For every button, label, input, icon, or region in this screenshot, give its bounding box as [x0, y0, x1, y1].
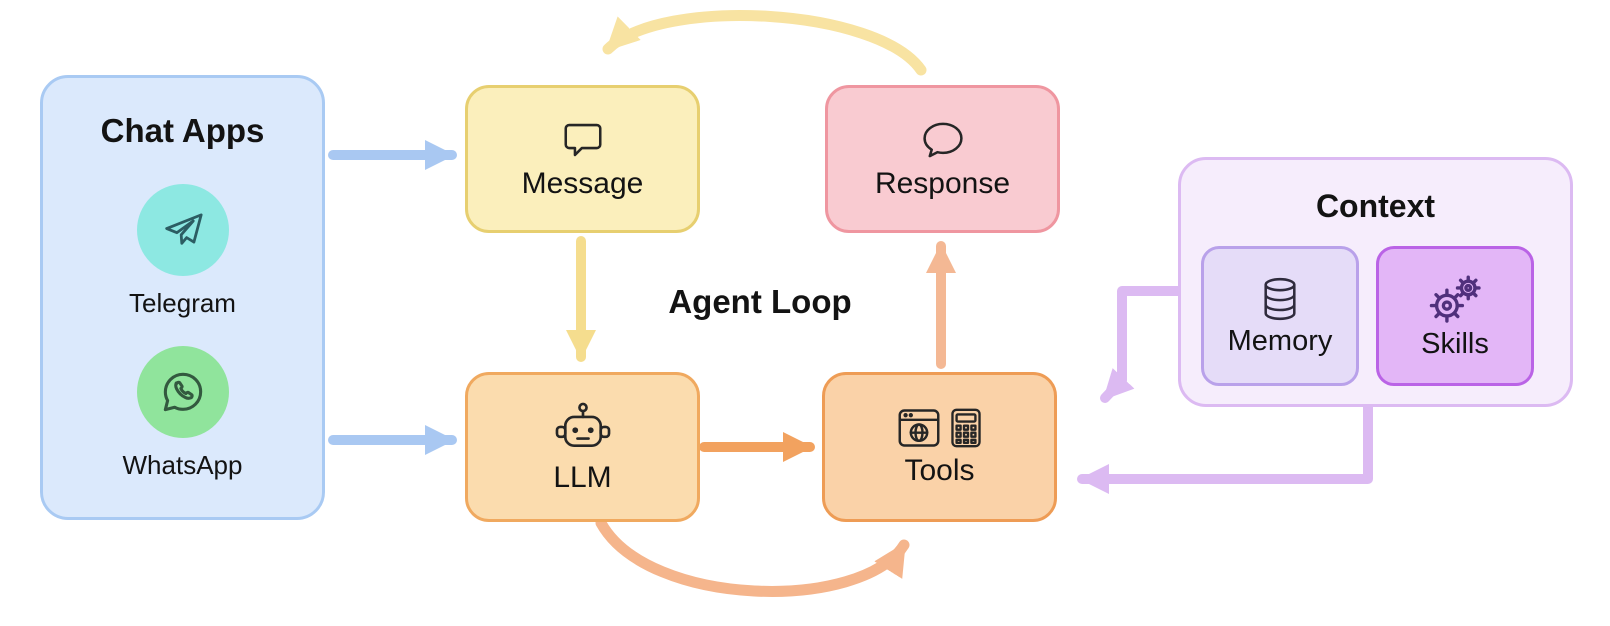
response-node: Response — [825, 85, 1060, 233]
calculator-icon — [950, 408, 981, 448]
context-panel: Context Memory — [1178, 157, 1573, 407]
whatsapp-badge — [136, 346, 229, 438]
robot-icon — [555, 402, 610, 448]
telegram-label: Telegram — [129, 288, 236, 318]
memory-node: Memory — [1201, 246, 1359, 386]
arrow-context-to-tools-top — [1100, 286, 1186, 403]
telegram-icon — [164, 213, 203, 245]
speech-bubble-icon — [563, 123, 602, 157]
memory-label: Memory — [1227, 324, 1333, 357]
speech-bubble-round-icon — [922, 122, 963, 158]
gears-icon — [1429, 275, 1481, 323]
telegram-badge — [136, 184, 229, 276]
tools-label: Tools — [904, 454, 975, 487]
message-node: Message — [465, 85, 700, 233]
response-label: Response — [874, 167, 1011, 200]
chat-apps-panel: Chat Apps Telegram WhatsApp — [40, 75, 325, 520]
llm-node: LLM — [465, 372, 700, 522]
arrow-llm-to-tools-loop — [595, 517, 910, 597]
skills-label: Skills — [1421, 327, 1489, 360]
chat-apps-title: Chat Apps — [100, 112, 265, 149]
database-icon — [1264, 277, 1296, 320]
arrow-response-to-message-loop — [602, 10, 927, 76]
tools-node: Tools — [822, 372, 1057, 522]
whatsapp-icon — [163, 372, 202, 412]
browser-icon — [898, 409, 939, 447]
context-title: Context — [1315, 188, 1436, 224]
arrow-context-to-tools-side — [1077, 401, 1373, 494]
tools-icons — [898, 408, 982, 448]
message-label: Message — [521, 167, 644, 200]
agent-loop-label: Agent Loop — [668, 283, 852, 320]
whatsapp-label: WhatsApp — [122, 450, 243, 480]
skills-node: Skills — [1376, 246, 1534, 386]
llm-label: LLM — [553, 461, 612, 494]
